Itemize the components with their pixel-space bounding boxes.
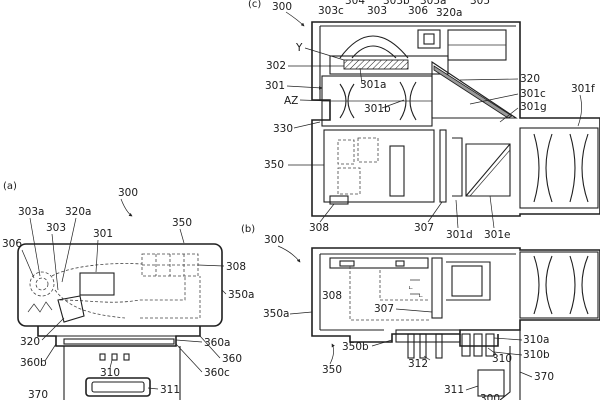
mount-360	[37, 326, 201, 347]
label-AZ: AZ	[284, 95, 298, 107]
label-303b: 303b	[383, 0, 410, 7]
label-b-300: 300	[264, 234, 284, 246]
label-300: 300	[118, 187, 138, 199]
unit-370	[63, 346, 181, 400]
label-b-350: 350	[322, 364, 342, 376]
label-c-308: 308	[309, 222, 329, 234]
label-311: 311	[160, 384, 180, 396]
label-360c: 360c	[204, 367, 230, 379]
figure-a: (a) 300 350	[2, 181, 254, 400]
label-302: 302	[266, 60, 286, 72]
label-c-307: 307	[414, 222, 434, 234]
label-301b: 301b	[364, 103, 391, 115]
sensor-window-301	[79, 272, 115, 296]
label-370: 370	[28, 389, 48, 400]
label-b-312: 312	[408, 358, 428, 370]
lens-barrel-301f	[519, 127, 599, 209]
label-308: 308	[226, 261, 246, 273]
label-b-310a: 310a	[523, 334, 549, 346]
label-320a: 320a	[436, 7, 462, 19]
label-b-307: 307	[374, 303, 394, 315]
label-b-308: 308	[322, 290, 342, 302]
panel-label-c: (c)	[248, 0, 261, 10]
label-306: 306	[408, 5, 428, 17]
label-301d: 301d	[446, 229, 473, 241]
label-b-310: 310	[492, 353, 512, 365]
label-320: 320	[20, 336, 40, 348]
lens-303	[339, 35, 409, 59]
bracket-307	[439, 129, 447, 203]
label-c-300: 300	[272, 1, 292, 13]
figure-c: (c) 300 303c 304 303 303b 306 305a 320a …	[248, 0, 600, 241]
panel-label-a: (a)	[3, 181, 17, 192]
board-308	[329, 257, 429, 269]
label-301e: 301e	[484, 229, 511, 241]
lens-306-outline	[29, 271, 55, 297]
figure-b: (b) 300 ㄴ ㄴ	[241, 224, 600, 400]
label-330: 330	[273, 123, 293, 135]
label-304: 304	[345, 0, 365, 7]
label-301: 301	[265, 80, 285, 92]
label-301: 301	[93, 228, 113, 240]
tiny-mark-2: ㄴ	[418, 293, 424, 300]
label-306: 306	[2, 238, 22, 250]
label-360: 360	[222, 353, 242, 365]
prism-320	[431, 60, 518, 119]
label-b-310b: 310b	[523, 349, 550, 361]
label-303c: 303c	[318, 5, 344, 17]
label-305a: 305a	[420, 0, 446, 7]
label-303: 303	[46, 222, 66, 234]
label-b-350b: 350b	[342, 341, 369, 353]
label-303a: 303a	[18, 206, 44, 218]
camera-body-outline	[17, 243, 223, 327]
label-b-311: 311	[444, 384, 464, 396]
label-c-350: 350	[264, 159, 284, 171]
button-311	[85, 377, 151, 397]
mirror-320	[57, 295, 85, 323]
label-301f: 301f	[571, 83, 595, 95]
button-b-311	[477, 369, 505, 397]
label-Y: Y	[295, 42, 303, 54]
label-320a: 320a	[65, 206, 91, 218]
sensor-board-301a	[343, 59, 409, 70]
bracket-b-307	[431, 257, 443, 319]
label-b-300-bottom: 300	[480, 393, 500, 400]
label-360b: 360b	[20, 357, 47, 369]
tiny-mark-1: ㄴ	[408, 285, 414, 292]
label-305: 305	[470, 0, 490, 7]
panel-label-b: (b)	[241, 224, 255, 235]
label-b-350a: 350a	[263, 308, 289, 320]
label-320: 320	[520, 73, 540, 85]
break-line	[27, 301, 53, 313]
label-b-370: 370	[534, 371, 554, 383]
label-301g: 301g	[520, 101, 547, 113]
label-301c: 301c	[520, 88, 546, 100]
label-360a: 360a	[204, 337, 230, 349]
label-303: 303	[367, 5, 387, 17]
label-350: 350	[172, 217, 192, 229]
board-350	[323, 129, 435, 203]
label-301a: 301a	[360, 79, 386, 91]
label-350a: 350a	[228, 289, 254, 301]
label-310: 310	[100, 367, 120, 379]
camera-body-c	[311, 21, 600, 217]
